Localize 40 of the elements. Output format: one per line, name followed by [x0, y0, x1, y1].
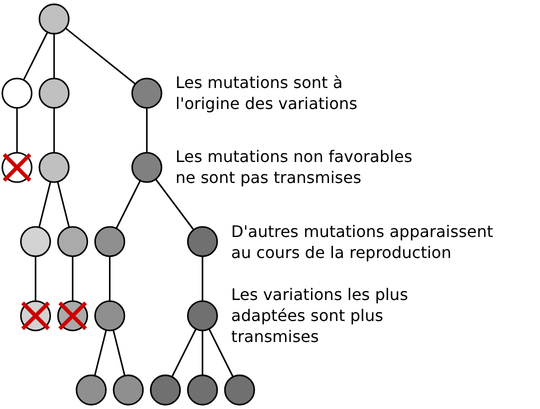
connector-line [72, 256, 74, 302]
circle-node [38, 4, 70, 34]
circle-node [224, 374, 256, 406]
circle-node [57, 226, 88, 258]
connector-line [34, 256, 36, 302]
circle-node [187, 226, 218, 258]
connector-line [112, 330, 126, 376]
connector-line [202, 330, 204, 376]
annotation-text: Les mutations non favorables ne sont pas transmises [176, 146, 414, 188]
circle-node [94, 300, 126, 332]
annotation-text: Les mutations sont à l'origine des variations [176, 72, 358, 114]
annotation-text: Les variations les plus adaptées sont plus transmises [231, 284, 410, 348]
connector-line [146, 108, 148, 153]
annotation-text: D'autres mutations apparaissent au cours de la reproduction [231, 220, 494, 263]
connector-line [155, 178, 194, 230]
circle-node [187, 300, 218, 332]
connector-line [53, 108, 55, 153]
connector-line [208, 328, 234, 378]
circle-node [131, 78, 162, 109]
connector-line [38, 181, 52, 228]
connector-line [53, 34, 55, 79]
connector-line [94, 330, 107, 376]
connector-line [116, 180, 141, 229]
connector-line [22, 32, 48, 80]
circle-node [150, 374, 181, 406]
circle-node [2, 78, 32, 109]
circle-node [187, 374, 218, 406]
circle-node [94, 226, 126, 258]
connector-line [56, 181, 70, 228]
circle-node [112, 374, 144, 406]
circle-node [20, 226, 51, 258]
connector-line [202, 256, 204, 302]
circle-node [38, 78, 70, 109]
circle-node [131, 152, 162, 183]
connector-line [108, 256, 111, 302]
connector-line [16, 108, 18, 153]
connector-line [171, 328, 197, 378]
circle-node [76, 374, 107, 406]
circle-node [38, 152, 70, 183]
connector-line [65, 28, 136, 85]
